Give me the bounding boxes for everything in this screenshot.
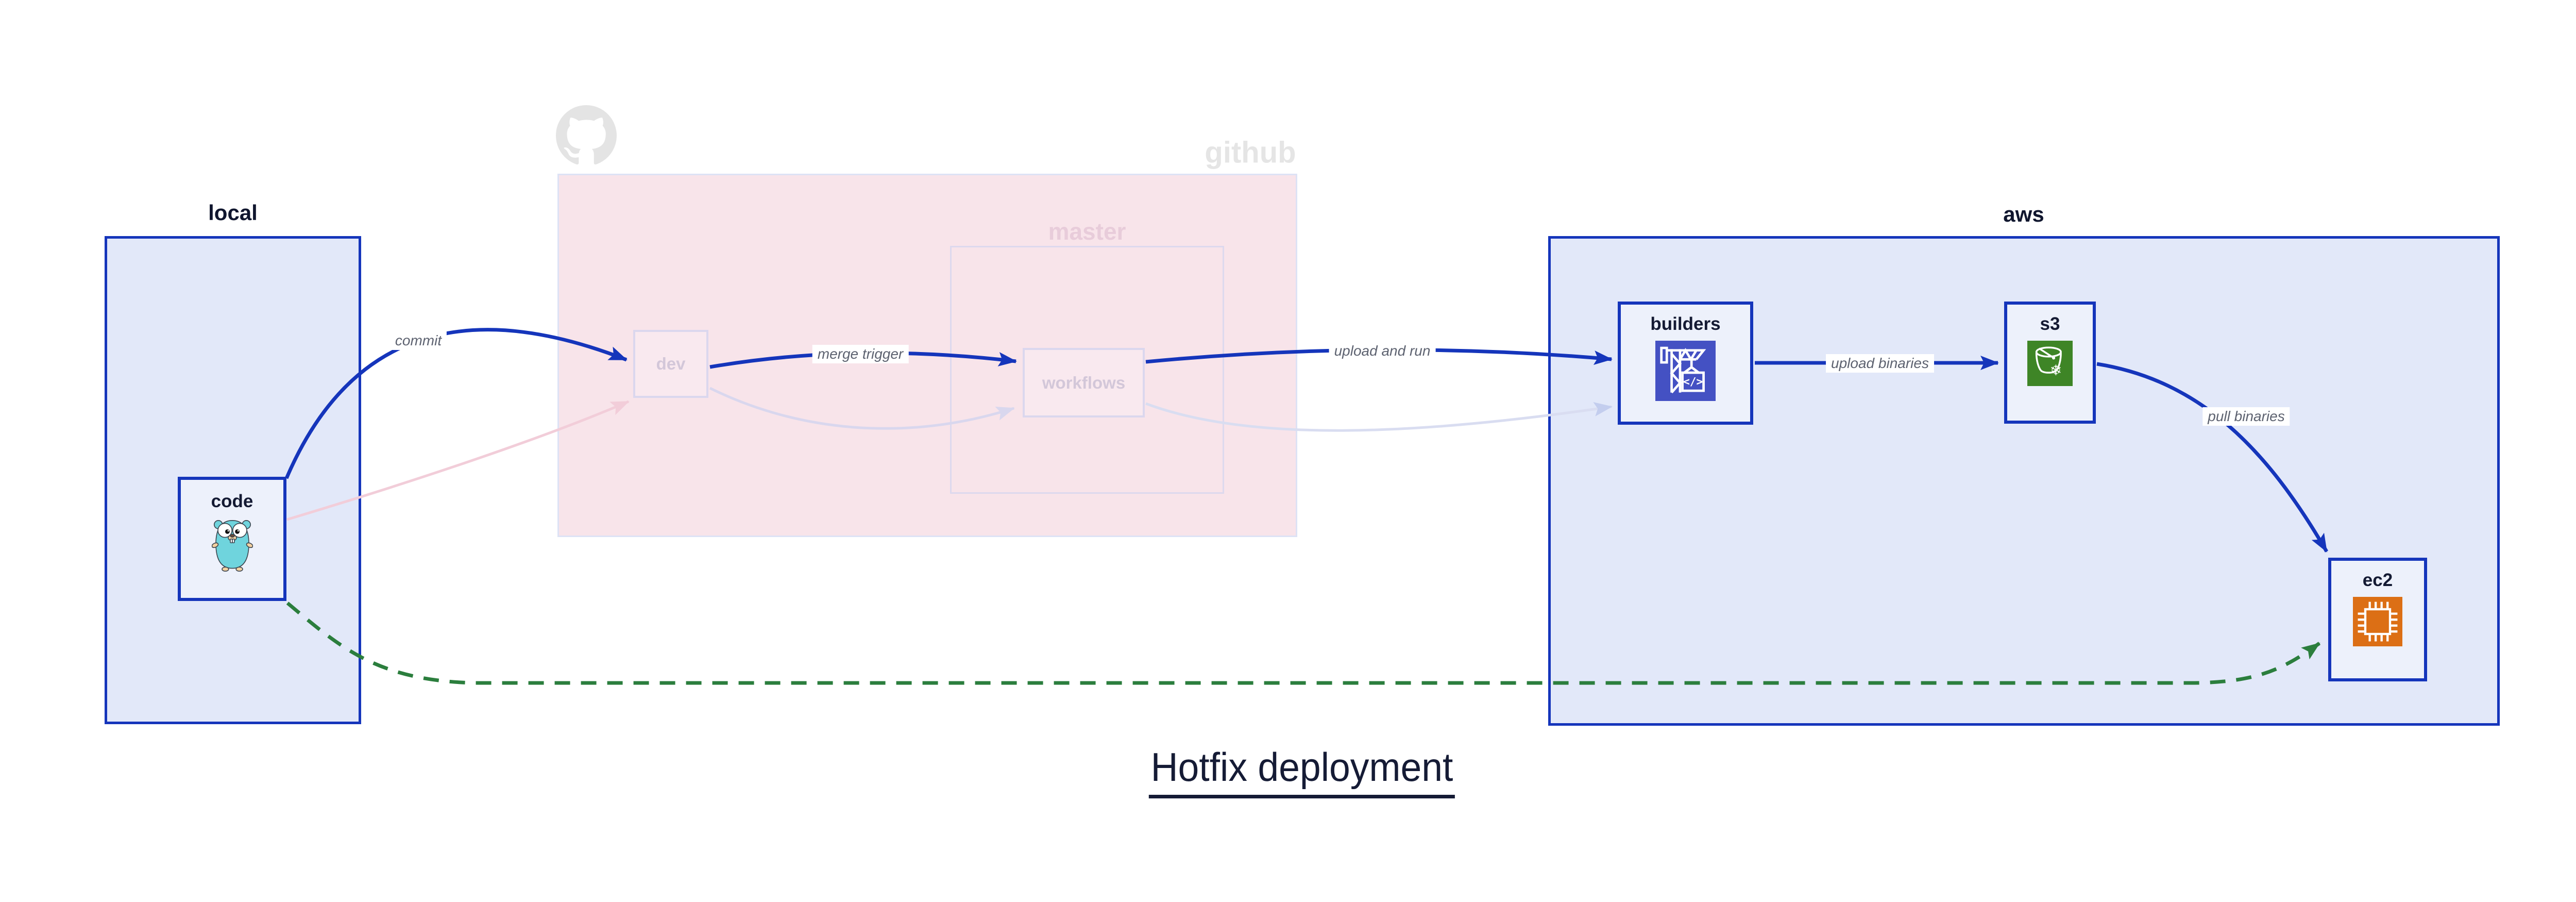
group-master-box xyxy=(950,246,1224,494)
node-dev-label: dev xyxy=(656,354,686,373)
edge-label-commit: commit xyxy=(389,331,447,350)
group-label-master: master xyxy=(1048,218,1126,245)
edge-label-merge-trigger: merge trigger xyxy=(812,345,909,363)
aws-ec2-chip-icon xyxy=(2353,597,2402,646)
edge-label-pull-binaries: pull binaries xyxy=(2202,407,2290,426)
go-gopher-icon xyxy=(211,518,253,572)
group-label-github: github xyxy=(1205,136,1296,170)
node-workflows: workflows xyxy=(1023,348,1145,417)
aws-codebuild-icon: </> xyxy=(1655,341,1716,401)
node-s3: s3 ❄ xyxy=(2004,302,2096,424)
node-workflows-label: workflows xyxy=(1042,373,1126,392)
diagram-title: Hotfix deployment xyxy=(1148,744,1455,798)
node-ec2-label: ec2 xyxy=(2362,570,2393,590)
node-builders-label: builders xyxy=(1650,314,1721,334)
aws-s3-glacier-bucket-icon: ❄ xyxy=(2027,341,2073,386)
glacier-snowflake-glyph: ❄ xyxy=(2050,362,2062,379)
octocat-icon xyxy=(556,105,617,166)
node-builders: builders </> xyxy=(1618,302,1753,425)
edge-label-upload-and-run: upload and run xyxy=(1329,342,1436,360)
node-dev: dev xyxy=(633,330,708,398)
edge-label-upload-binaries: upload binaries xyxy=(1826,354,1934,373)
codebuild-code-glyph: </> xyxy=(1683,375,1703,388)
group-label-local: local xyxy=(208,201,258,225)
node-ec2: ec2 xyxy=(2328,558,2427,681)
node-code: code xyxy=(178,477,286,601)
node-s3-label: s3 xyxy=(2040,314,2060,334)
node-code-label: code xyxy=(211,491,253,511)
group-label-aws: aws xyxy=(2003,202,2044,226)
